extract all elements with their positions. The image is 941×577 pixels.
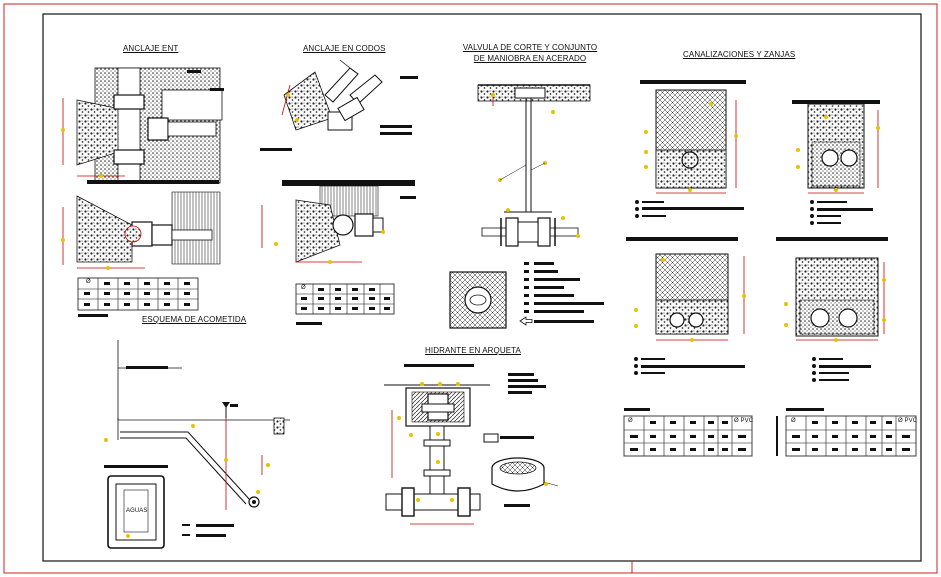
- title-anclaje-ent: ANCLAJE ENT: [123, 44, 179, 53]
- arqueta-label: AGUAS: [126, 508, 148, 514]
- zanja-section-1: [635, 80, 746, 218]
- valvula-legend: [519, 262, 604, 326]
- esquema-acometida-detail: [104, 340, 290, 510]
- anclaje-ent-table: [77, 277, 199, 317]
- table-diameter-symbol: Ø: [86, 279, 91, 285]
- anclaje-codos-table: [295, 283, 395, 325]
- table-diameter-symbol: Ø: [791, 418, 796, 424]
- title-anclaje-codos: ANCLAJE EN CODOS: [303, 44, 386, 53]
- zanja-section-4: [776, 237, 888, 382]
- anclaje-ent-detail-bottom: [61, 191, 221, 270]
- valvula-cover-plan: [449, 271, 507, 329]
- hidrante-cover-detail: [483, 433, 559, 507]
- hidrante-detail: [384, 364, 546, 525]
- title-valvula-line1: VALVULA DE CORTE Y CONJUNTO: [462, 43, 598, 52]
- anclaje-codos-detail-bottom: [261, 180, 416, 264]
- anclaje-codos-detail-top: [260, 59, 418, 151]
- title-hidrante: HIDRANTE EN ARQUETA: [425, 346, 521, 355]
- table-diameter-symbol: Ø: [301, 285, 306, 291]
- zanja-table-left: [623, 408, 753, 457]
- sheet-border: [3, 3, 938, 574]
- anclaje-ent-detail-top: [61, 67, 224, 184]
- zanja-section-2: [792, 100, 880, 225]
- zanja-section-3: [626, 237, 746, 375]
- table-pvc-header: Ø PVC: [734, 418, 754, 424]
- title-valvula-line2: DE MANIOBRA EN ACERADO: [473, 54, 587, 63]
- table-diameter-symbol: Ø: [628, 418, 633, 424]
- valvula-detail: [477, 84, 591, 247]
- zanja-table-right: [776, 408, 917, 457]
- arqueta-aguas-plan: [107, 475, 234, 549]
- title-canalizaciones: CANALIZACIONES Y ZANJAS: [683, 50, 796, 59]
- table-pvc-header: Ø PVC: [898, 418, 918, 424]
- title-esquema-acometida: ESQUEMA DE ACOMETIDA: [142, 315, 247, 324]
